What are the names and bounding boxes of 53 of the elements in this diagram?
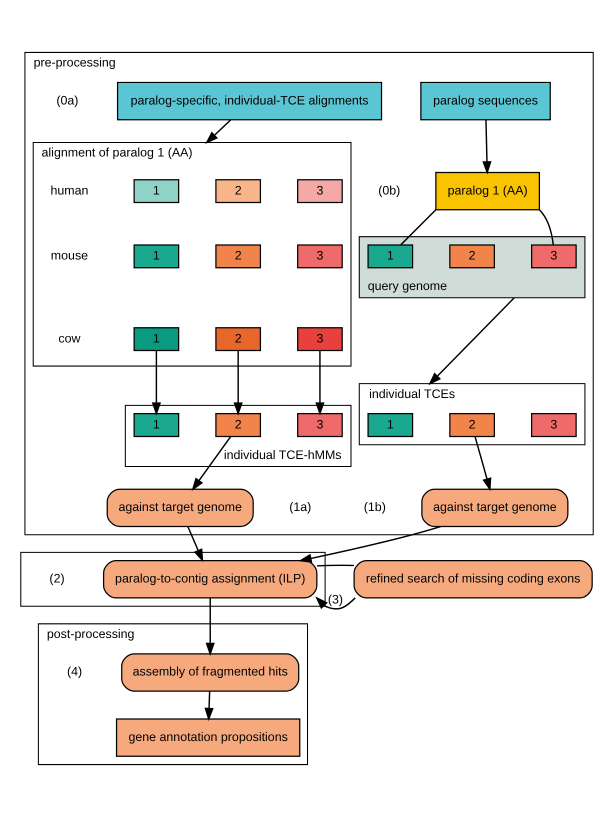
label: human [50, 182, 88, 197]
node-box: 3 [297, 412, 343, 437]
node-box: 2 [215, 326, 262, 351]
arrow [204, 690, 214, 721]
node-box: 2 [449, 244, 495, 268]
node-box: paralog 1 (AA) [435, 171, 540, 210]
node-box: 1 [367, 412, 414, 437]
arrow [482, 119, 492, 174]
node-box: 1 [367, 244, 414, 268]
node-box: 1 [134, 412, 180, 437]
node-box: assembly of fragmented hits [121, 652, 300, 692]
node-label: (4) [67, 664, 82, 678]
node-box: 2 [215, 244, 262, 268]
node-box: 2 [215, 412, 262, 437]
node-box: 1 [134, 326, 180, 351]
arrow [205, 118, 232, 144]
arrow [234, 350, 243, 416]
node-label: (1a) [289, 500, 312, 514]
label: mouse [50, 248, 88, 262]
node-box: against target genome [106, 488, 254, 527]
node-box: 3 [531, 412, 577, 437]
connector [317, 564, 354, 566]
arrow [152, 350, 162, 416]
node-label: (2) [49, 571, 65, 585]
arrow [192, 436, 232, 490]
node-box: paralog-to-contig assignment (ILP) [102, 560, 318, 598]
node-box: 3 [297, 244, 343, 268]
arrow [315, 596, 356, 610]
node-box: 3 [531, 244, 577, 268]
connector [400, 208, 436, 245]
arrow [315, 350, 325, 416]
arrow [298, 525, 441, 562]
node-box: paralog sequences [420, 81, 551, 120]
node-box: paralog-specific, individual-TCE alignments [116, 81, 382, 120]
arrow [187, 526, 204, 562]
node-box: refined search of missing coding exons [353, 560, 593, 598]
arrow [474, 436, 492, 491]
label: cow [58, 330, 80, 345]
node-box: 2 [449, 412, 495, 437]
edge-label: (3) [328, 592, 344, 606]
node-box: 3 [297, 326, 343, 351]
connector [538, 208, 554, 244]
node-box: 2 [215, 178, 262, 203]
node-box: gene annotation propositions [116, 718, 300, 756]
arrow [428, 296, 515, 385]
label: (0a) [56, 92, 78, 107]
node-label: (1b) [364, 500, 386, 514]
node-label: (0b) [378, 182, 400, 197]
node-box: 1 [134, 178, 180, 203]
node-box: 1 [134, 244, 180, 268]
arrow [206, 598, 215, 656]
node-box: against target genome [421, 488, 568, 527]
node-box: 3 [297, 178, 343, 203]
